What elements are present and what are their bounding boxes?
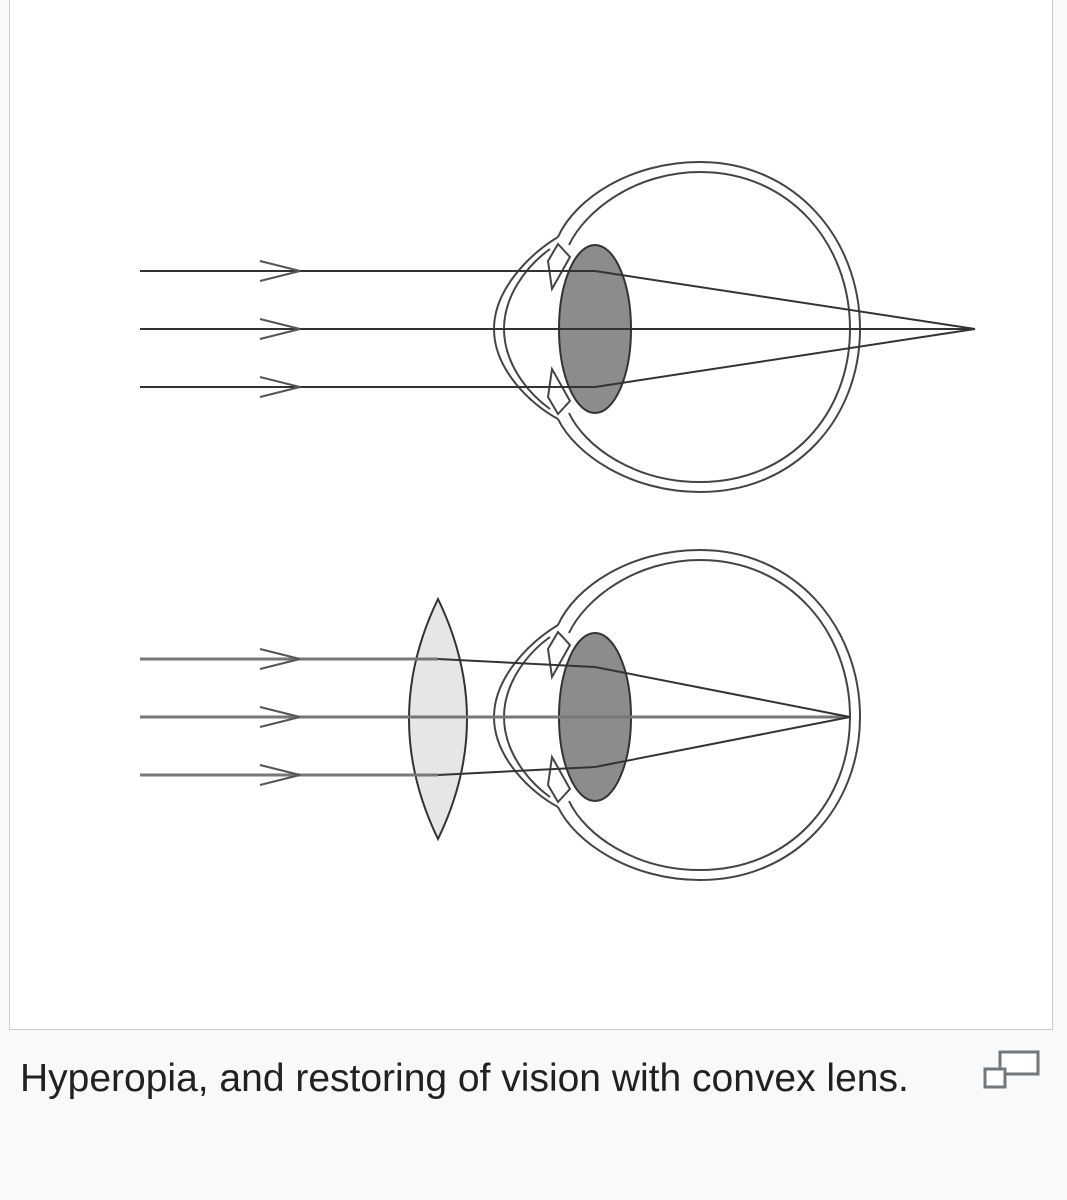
eye-corrected — [140, 548, 862, 882]
figure-caption: Hyperopia, and restoring of vision with … — [20, 1057, 909, 1100]
hyperopia-diagram — [140, 160, 976, 882]
refracted-rays — [437, 658, 851, 776]
light-rays — [140, 657, 850, 777]
figure-image-frame[interactable] — [9, 0, 1053, 1030]
convex-corrective-lens — [408, 596, 468, 842]
magnify-clip-icon[interactable] — [982, 1049, 1042, 1091]
iris — [546, 242, 572, 416]
eye-hyperopia — [140, 160, 976, 494]
light-rays — [140, 270, 976, 388]
